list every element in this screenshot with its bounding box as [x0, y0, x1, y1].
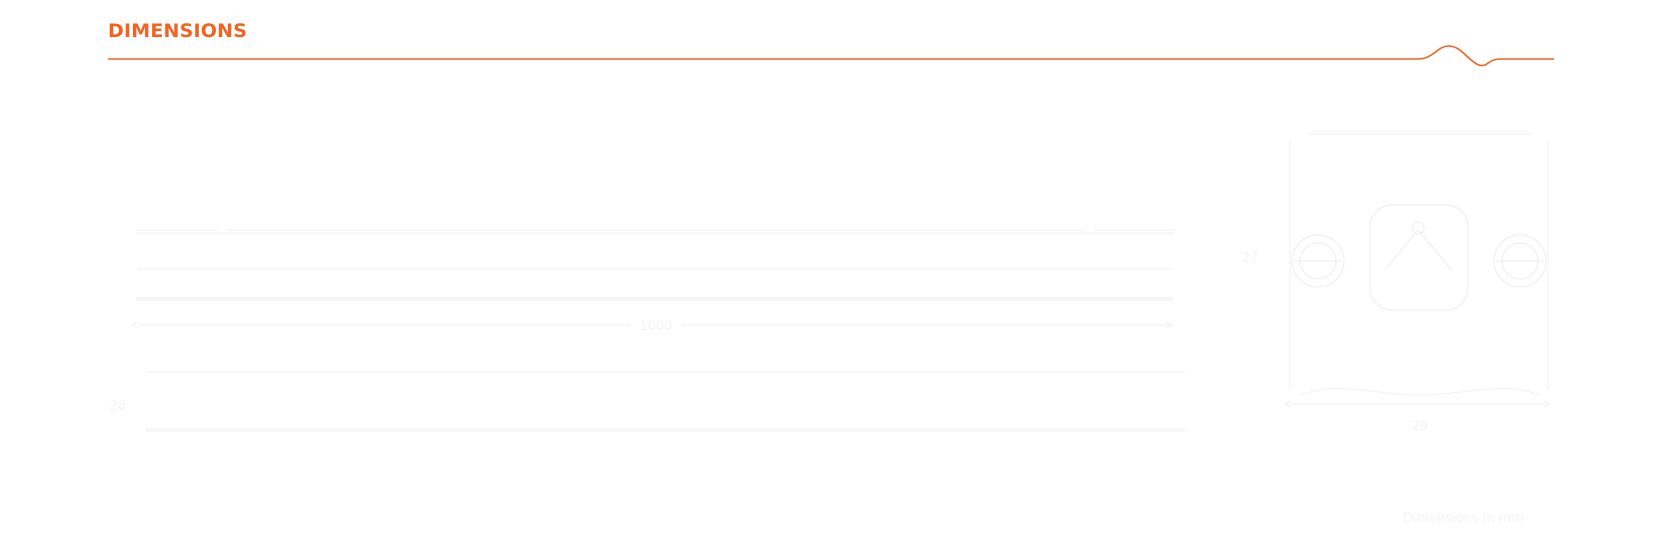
end-view [1283, 130, 1552, 408]
section-title: DIMENSIONS [108, 20, 248, 42]
knob-icon [1291, 234, 1345, 288]
side-length-label: 1000 [639, 319, 672, 334]
side-view [130, 229, 1185, 432]
knob-icon [1493, 234, 1547, 288]
dimensions-caption: Dimensions in mm [1403, 511, 1524, 526]
side-height-label: 28 [110, 399, 127, 414]
emblem-icon [1369, 204, 1469, 311]
end-height-label: 27 [1242, 251, 1259, 266]
pulse-line-icon [108, 45, 1554, 67]
end-width-label: 29 [1412, 419, 1429, 434]
